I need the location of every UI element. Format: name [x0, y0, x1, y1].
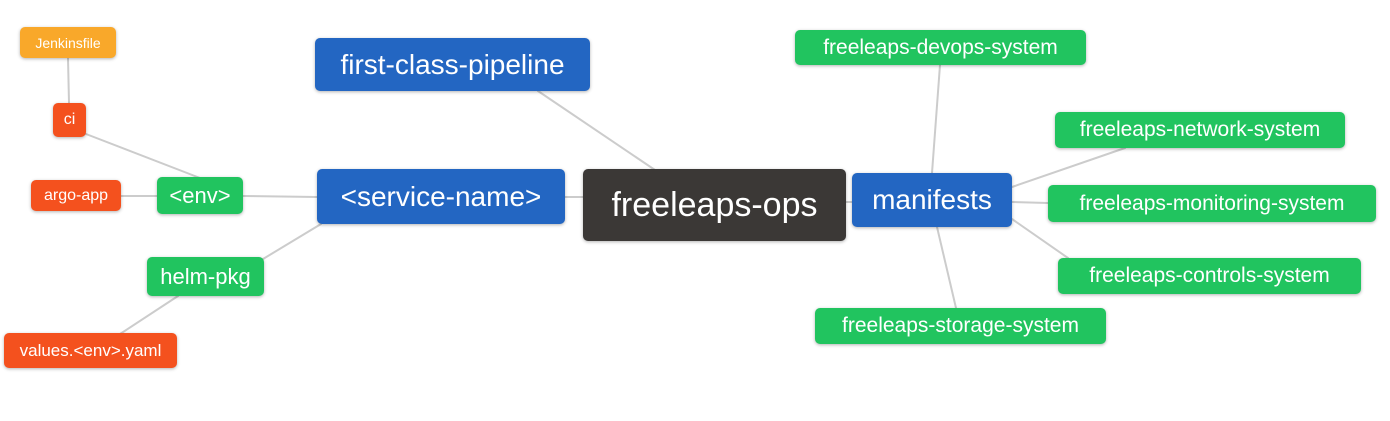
- node-storage-system[interactable]: freeleaps-storage-system: [815, 308, 1106, 344]
- edge-manifests-storage: [936, 226, 957, 309]
- node-helm-pkg[interactable]: helm-pkg: [147, 257, 264, 296]
- node-monitoring-system[interactable]: freeleaps-monitoring-system: [1048, 185, 1376, 222]
- edge-manifests-controls: [1011, 218, 1069, 259]
- edge-servicename-helmpkg: [262, 223, 322, 260]
- node-manifests[interactable]: manifests: [852, 173, 1012, 227]
- node-network-system[interactable]: freeleaps-network-system: [1055, 112, 1345, 148]
- node-service-name[interactable]: <service-name>: [317, 169, 565, 224]
- edge-ci-env: [85, 133, 201, 179]
- node-controls-system[interactable]: freeleaps-controls-system: [1058, 258, 1361, 294]
- node-argo-app[interactable]: argo-app: [31, 180, 121, 211]
- node-env[interactable]: <env>: [157, 177, 243, 214]
- node-values-env-yaml[interactable]: values.<env>.yaml: [4, 333, 177, 368]
- node-jenkinsfile[interactable]: Jenkinsfile: [20, 27, 116, 58]
- edge-manifests-monitoring: [1011, 201, 1049, 204]
- node-ci[interactable]: ci: [53, 103, 86, 137]
- edge-devops-manifests: [931, 64, 941, 174]
- node-devops-system[interactable]: freeleaps-devops-system: [795, 30, 1086, 65]
- edge-jenkinsfile-ci: [67, 57, 70, 104]
- edge-helmpkg-values: [119, 295, 179, 335]
- edge-pipeline-ops: [537, 90, 656, 171]
- node-first-class-pipeline[interactable]: first-class-pipeline: [315, 38, 590, 91]
- edge-env-servicename: [242, 195, 318, 198]
- edge-manifests-network: [1011, 147, 1126, 188]
- node-freeleaps-ops[interactable]: freeleaps-ops: [583, 169, 846, 241]
